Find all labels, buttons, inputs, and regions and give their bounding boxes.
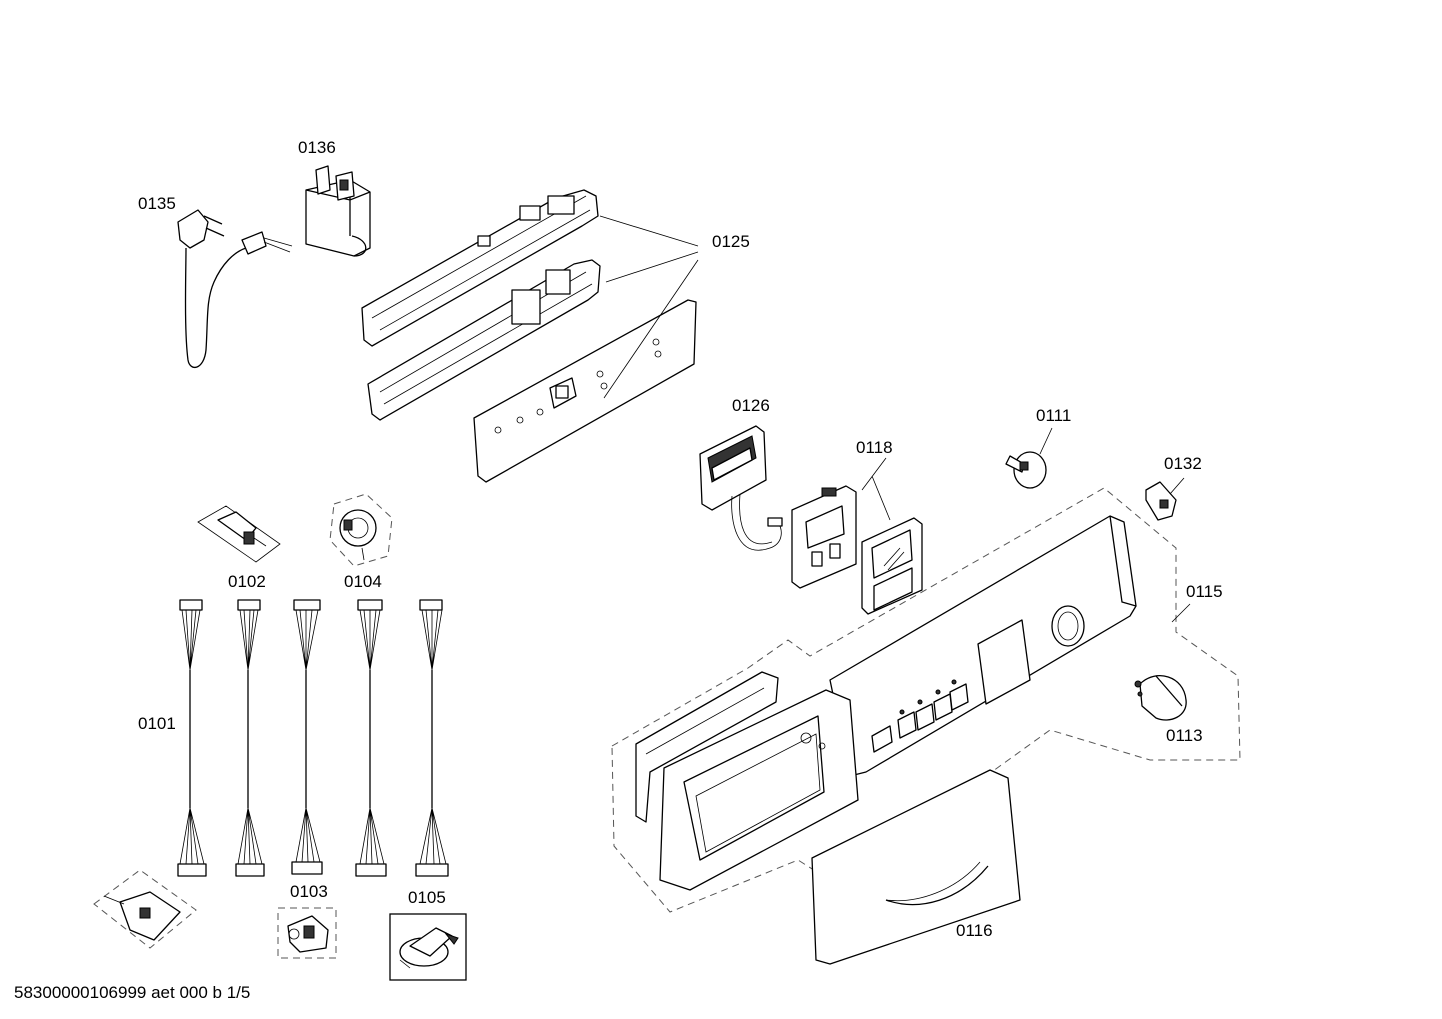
pressure-switch-part[interactable] bbox=[329, 493, 393, 567]
selector-knob-part[interactable] bbox=[1134, 675, 1187, 721]
service-flap-part[interactable] bbox=[811, 769, 1021, 965]
document-id-footer: 58300000106999 aet 000 b 1/5 bbox=[14, 983, 250, 1002]
control-panel-part[interactable] bbox=[791, 457, 923, 615]
cable-harnesses-part[interactable] bbox=[93, 599, 449, 949]
label-0116: 0116 bbox=[956, 921, 993, 940]
display-module-part[interactable] bbox=[699, 425, 783, 551]
label-0115: 0115 bbox=[1186, 582, 1223, 601]
label-0103: 0103 bbox=[290, 882, 328, 901]
label-0135: 0135 bbox=[138, 194, 176, 213]
label-0101: 0101 bbox=[138, 714, 176, 733]
clip-part[interactable] bbox=[1145, 477, 1185, 521]
valve-part[interactable] bbox=[277, 907, 337, 959]
facia-panel-part[interactable] bbox=[611, 487, 1241, 913]
spindle-part[interactable] bbox=[1005, 427, 1053, 489]
label-0125: 0125 bbox=[712, 232, 750, 251]
mains-cable-part[interactable] bbox=[177, 209, 293, 369]
filter-part[interactable] bbox=[305, 165, 371, 257]
sensor-part[interactable] bbox=[197, 505, 281, 563]
label-0132: 0132 bbox=[1164, 454, 1202, 473]
label-0105: 0105 bbox=[408, 888, 446, 907]
label-0118: 0118 bbox=[856, 438, 893, 457]
label-0136: 0136 bbox=[298, 138, 336, 157]
label-0111: 0111 bbox=[1036, 406, 1071, 425]
label-0102: 0102 bbox=[228, 572, 266, 591]
label-0104: 0104 bbox=[344, 572, 382, 591]
label-0113: 0113 bbox=[1166, 726, 1203, 745]
electronic-module-part[interactable] bbox=[361, 189, 699, 483]
label-0126: 0126 bbox=[732, 396, 770, 415]
drain-sensor-part[interactable] bbox=[389, 913, 467, 981]
